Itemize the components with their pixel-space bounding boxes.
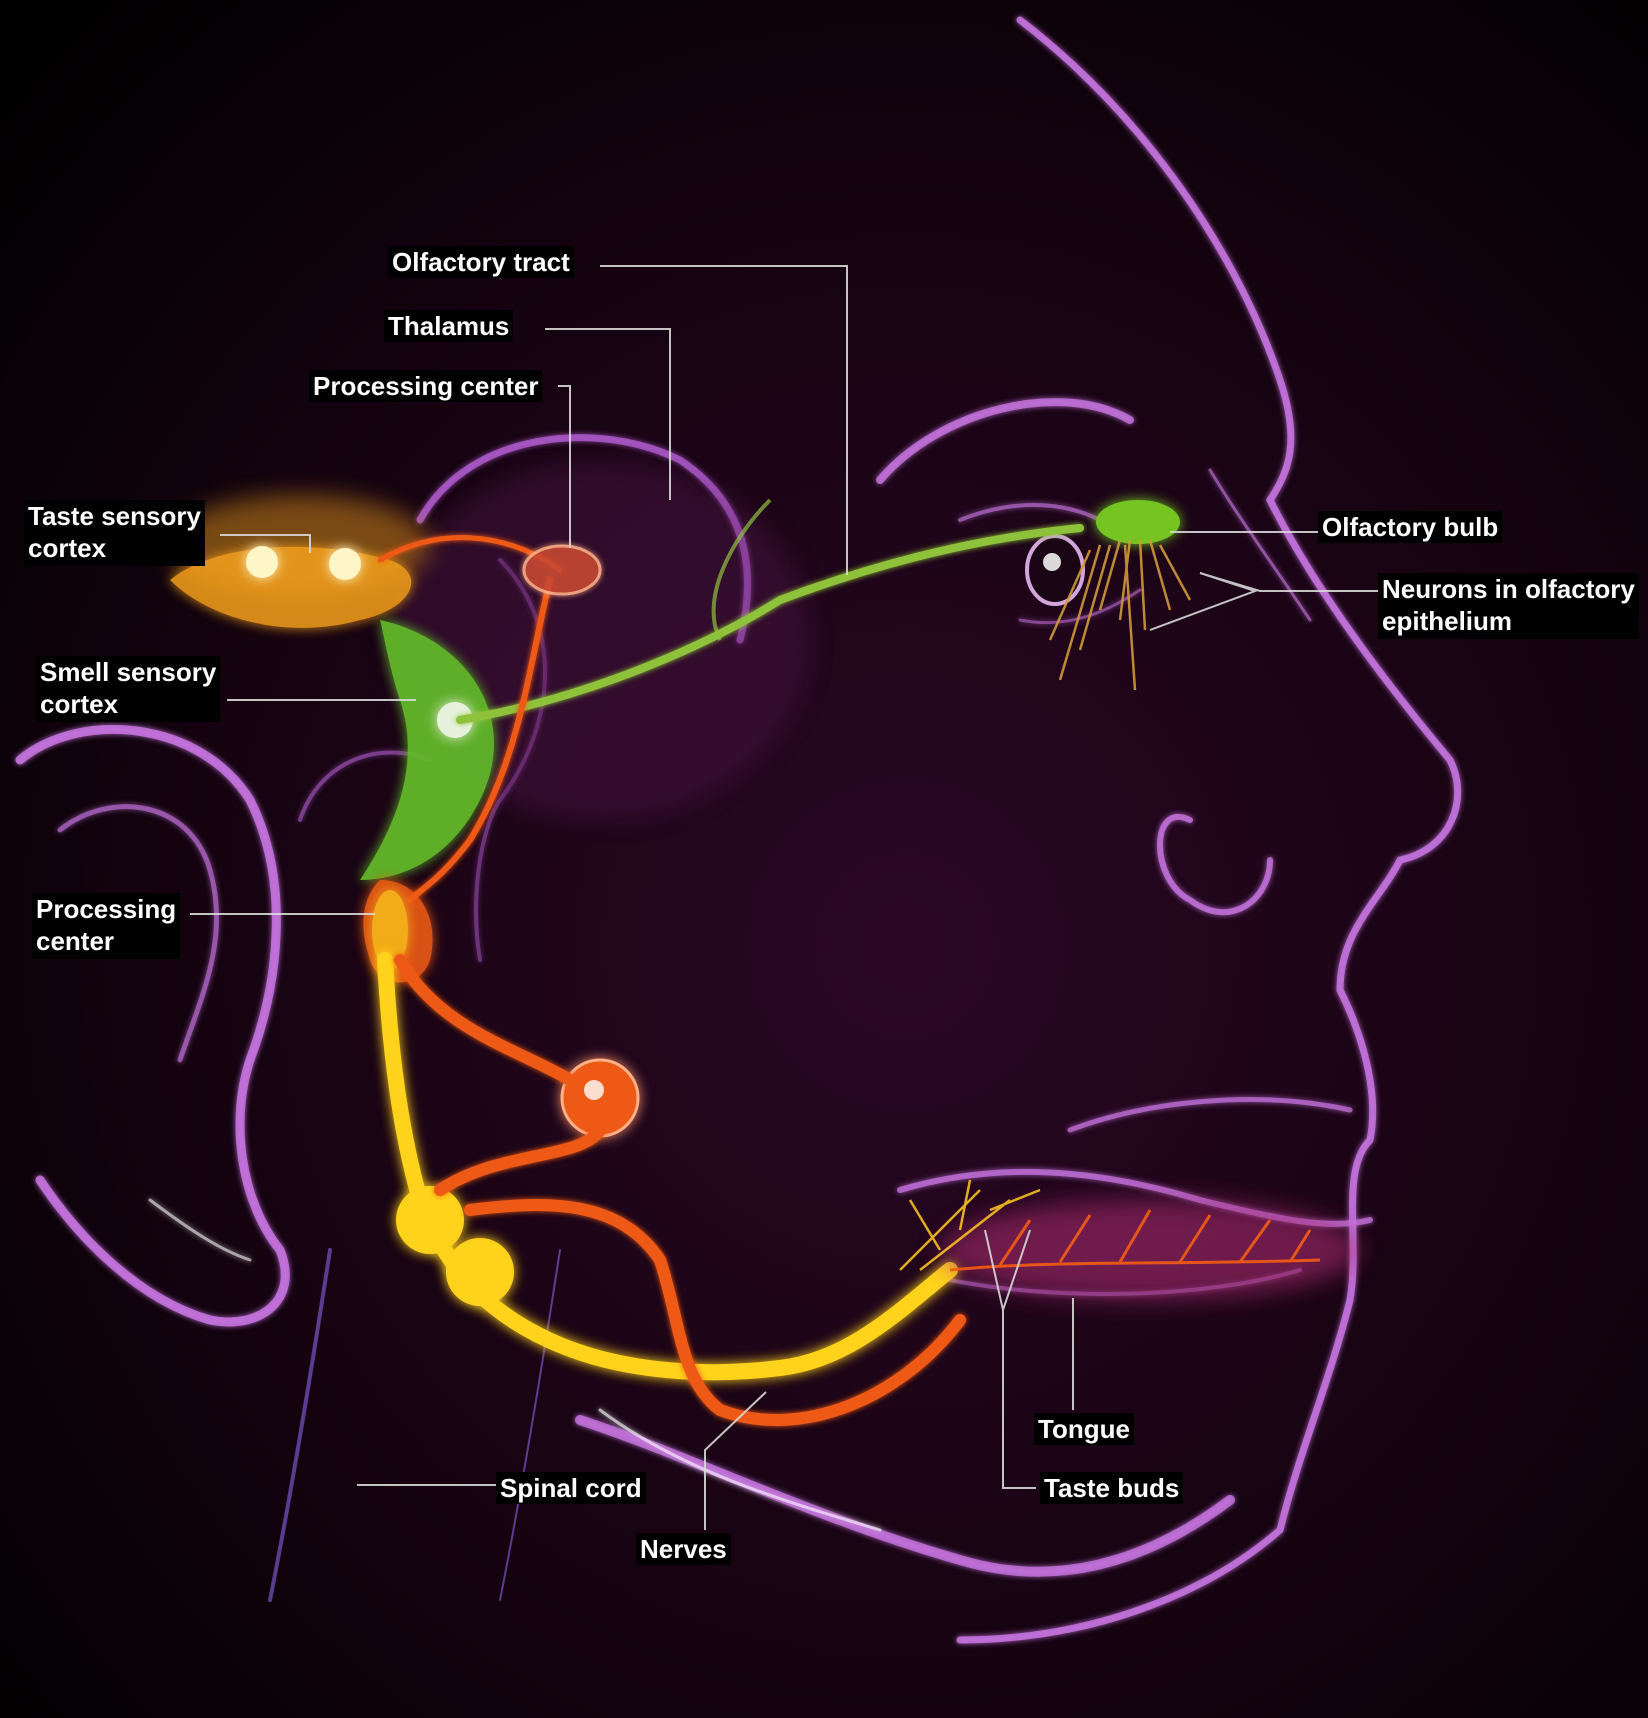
label-processing-center-left: Processing center — [32, 893, 180, 959]
label-tongue: Tongue — [1034, 1413, 1134, 1445]
label-smell-sensory-cortex-line2: cortex — [40, 688, 216, 720]
label-processing-center-left-line1: Processing — [36, 893, 176, 925]
label-olfactory-bulb: Olfactory bulb — [1318, 511, 1502, 543]
label-taste-sensory-cortex-line1: Taste sensory — [28, 500, 201, 532]
label-spinal-cord: Spinal cord — [496, 1472, 646, 1504]
label-taste-sensory-cortex-line2: cortex — [28, 532, 201, 564]
label-taste-sensory-cortex: Taste sensory cortex — [24, 500, 205, 566]
label-neurons-olfactory-line2: epithelium — [1382, 605, 1635, 637]
olfactory-bulb — [1096, 500, 1180, 544]
label-thalamus: Thalamus — [384, 310, 513, 342]
label-neurons-olfactory-line1: Neurons in olfactory — [1382, 573, 1635, 605]
label-taste-buds: Taste buds — [1040, 1472, 1183, 1504]
label-neurons-olfactory-epithelium: Neurons in olfactory epithelium — [1378, 573, 1639, 639]
thalamus-processing-center — [524, 546, 600, 594]
label-nerves: Nerves — [636, 1533, 731, 1565]
label-smell-sensory-cortex-line1: Smell sensory — [40, 656, 216, 688]
label-processing-center-left-line2: center — [36, 925, 176, 957]
label-olfactory-tract: Olfactory tract — [388, 246, 574, 278]
label-processing-center-top: Processing center — [309, 370, 542, 402]
label-smell-sensory-cortex: Smell sensory cortex — [36, 656, 220, 722]
